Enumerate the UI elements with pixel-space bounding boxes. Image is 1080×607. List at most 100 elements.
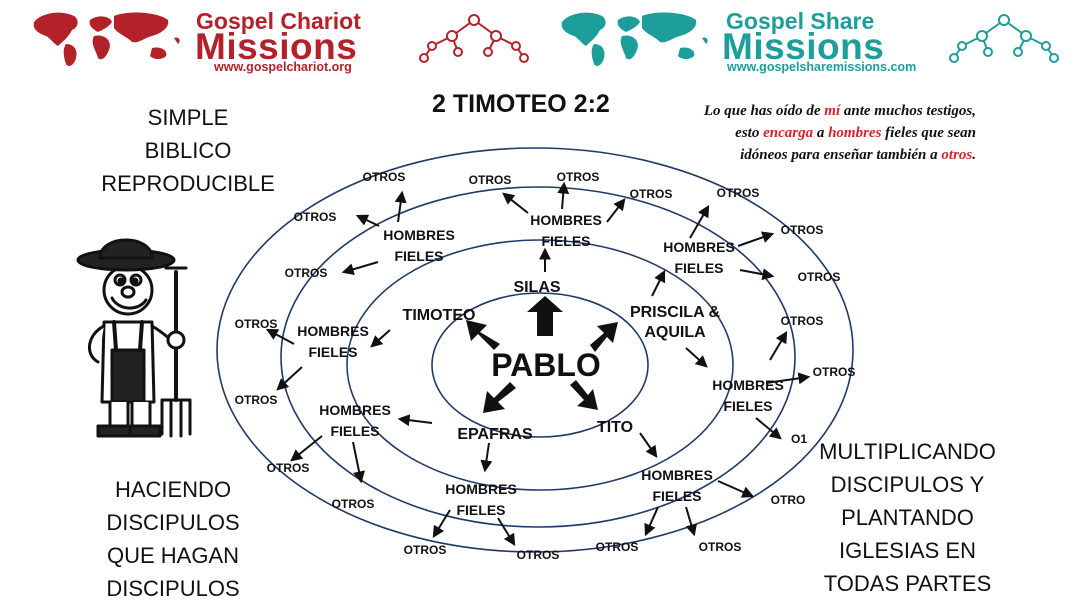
text-line: DISCIPULOS [106,510,240,535]
ring-1 [431,292,649,438]
verse-part: . [972,147,976,163]
hombres-label: HOMBRES [663,239,735,255]
arrow [557,181,570,210]
arrow [717,480,755,498]
arrow [644,506,659,537]
verse-highlight: mí [824,103,841,119]
fieles-label: FIELES [674,260,723,276]
otros-label: OTROS [557,170,600,184]
arrow [685,506,698,537]
otros-label: OTROS [363,170,406,184]
otros-label: OTROS [699,540,742,554]
ring-4 [216,147,854,553]
otros-label: OTROS [630,187,673,201]
arrow [765,372,811,385]
arrow [397,414,433,427]
center-label: PABLO [491,347,601,383]
text-line: IGLESIAS EN [839,538,976,563]
arrow [394,190,407,223]
text-line: PLANTANDO [841,505,974,530]
page-title: 2 TIMOTEO 2:2 [432,90,610,118]
arrow [606,198,626,223]
arrow [276,366,303,391]
text-line: QUE HAGAN [106,543,240,568]
left-bottom-text: HACIENDO DISCIPULOS QUE HAGAN DISCIPULOS [68,473,278,605]
verse-text: Lo que has oído de mí ante muchos testig… [700,100,976,166]
otros-label: OTROS [596,540,639,554]
fieles-label: FIELES [330,423,379,439]
text-line: MULTIPLICANDO [819,439,996,464]
otros-label: OTROS [781,314,824,328]
left-top-text: SIMPLE BIBLICO REPRODUCIBLE [88,101,288,200]
otros-label: OTROS [285,266,328,280]
otros-label: OTROS [469,173,512,187]
network-tree-icon [419,14,529,63]
disciple-silas: SILAS [513,279,560,296]
otros-label-cut: O1 [791,432,807,446]
text-line: REPRODUCIBLE [101,171,275,196]
fieles-label: FIELES [456,502,505,518]
hombres-label: HOMBRES [641,467,713,483]
arrow [651,269,666,297]
arrow-to-tito [570,380,598,410]
verse-part: a [813,125,829,141]
arrow [502,192,529,214]
fieles-label: FIELES [308,344,357,360]
arrow [480,442,493,473]
otros-label: OTROS [517,548,560,562]
verse-highlight: encarga [763,125,814,141]
arrow-to-silas [527,296,563,336]
arrow [689,204,710,239]
text-line: HACIENDO [114,477,232,502]
logo-left-line1: Gospel Chariot [196,8,361,34]
arrow-to-epafras [483,382,516,413]
arrow [685,347,708,368]
disciple-epafras: EPAFRAS [457,426,533,443]
logo-right-line1: Gospel Share [726,8,875,34]
verse-part: fieles que sean idóneos para enseñar tam… [740,125,976,163]
otros-label: OTROS [717,186,760,200]
hombres-label: HOMBRES [383,227,455,243]
right-bottom-text: MULTIPLICANDO DISCIPULOS Y PLANTANDO IGL… [800,435,1015,600]
arrow [265,328,295,345]
farmer-illustration [76,238,192,438]
arrow-to-priscila [590,322,618,352]
otros-label-cut: OTRO [771,493,806,507]
disciple-aquila: AQUILA [644,324,706,341]
otros-label: OTROS [798,270,841,284]
logo-left-line2: Missions [195,26,358,67]
otros-label: OTROS [294,210,337,224]
disciple-tito: TITO [597,419,633,436]
arrow [355,214,380,227]
otros-label: OTROS [235,317,278,331]
hombres-label: HOMBRES [319,402,391,418]
arrow [755,417,782,440]
disciple-timoteo: TIMOTEO [403,307,476,324]
arrow [737,231,775,247]
world-map-icon [33,12,180,66]
logo-right-url: www.gospelsharemissions.com [727,60,917,74]
otros-label: OTROS [781,223,824,237]
otros-label: OTROS [404,543,447,557]
arrow [341,261,379,276]
text-line: DISCIPULOS [106,576,240,601]
fieles-label: FIELES [541,233,590,249]
verse-part: Lo que has oído de [703,103,825,119]
logo-right-line2: Missions [722,26,885,67]
disciple-priscila: PRISCILA & [630,304,721,321]
text-line: DISCIPULOS Y [830,472,985,497]
hombres-label: HOMBRES [530,212,602,228]
logo-left-url: www.gospelchariot.org [214,60,352,74]
arrow [352,441,365,484]
arrow [432,509,451,539]
hombres-label: HOMBRES [712,377,784,393]
network-tree-icon [949,14,1059,63]
pablo-arrows [466,296,618,413]
verse-part: ante muchos testigos, esto [735,103,976,141]
arrow [639,432,658,458]
verse-highlight: otros [941,147,973,163]
otros-label: OTROS [813,365,856,379]
arrow [769,330,788,361]
otros-label: OTROS [235,393,278,407]
